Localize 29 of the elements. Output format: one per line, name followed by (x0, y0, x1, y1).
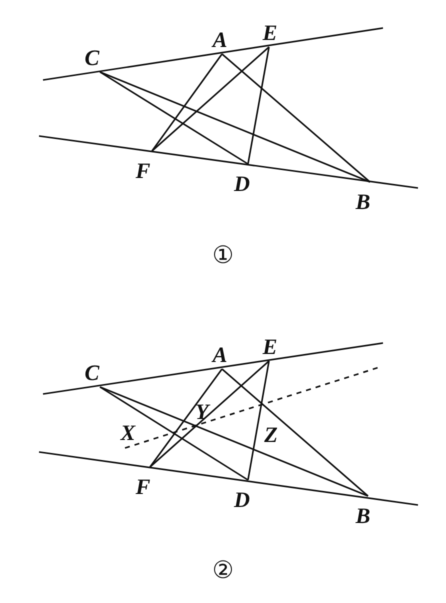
point-label: C (84, 362, 100, 384)
point-label: A (212, 344, 228, 366)
point-label: F (136, 476, 150, 498)
line-segment (100, 386, 368, 497)
figure-number: ① (212, 243, 234, 267)
line-segment (151, 46, 270, 152)
line-segment (149, 360, 270, 468)
point-label: D (234, 489, 250, 511)
line-segment (100, 71, 248, 165)
point-label: B (356, 191, 370, 213)
point-label: Y (195, 401, 209, 423)
line-segment (100, 71, 370, 183)
line-segment (100, 386, 248, 481)
line-segment (247, 360, 270, 480)
point-label: E (262, 336, 278, 358)
point-label: A (212, 29, 228, 51)
line-segment (221, 368, 369, 497)
point-label: D (234, 173, 250, 195)
line-segment (247, 46, 270, 164)
point-label: C (84, 47, 100, 69)
point-label: X (120, 422, 136, 444)
line-segment (151, 54, 223, 152)
line-segment (149, 368, 223, 468)
point-label: F (136, 160, 150, 182)
point-label: B (356, 505, 370, 527)
point-label: Z (264, 424, 278, 446)
figure-number: ② (212, 558, 234, 582)
line-segment (221, 53, 371, 183)
point-label: E (262, 22, 278, 44)
